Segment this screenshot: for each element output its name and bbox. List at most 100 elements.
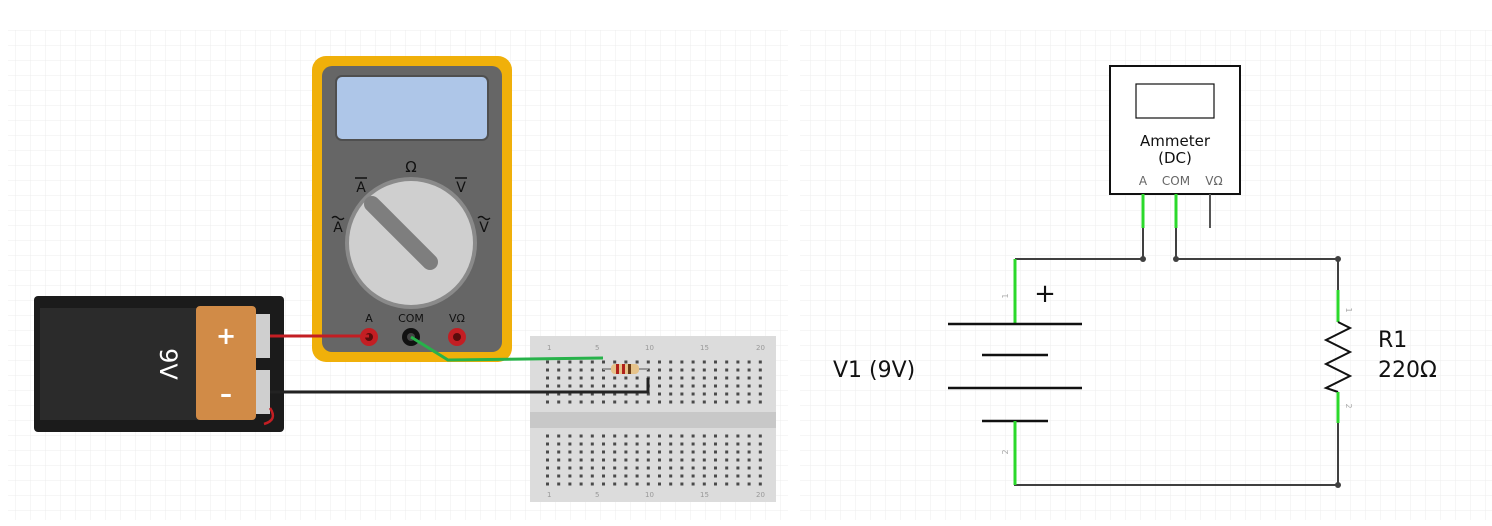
breadboard-hole[interactable] xyxy=(613,442,617,446)
breadboard-hole[interactable] xyxy=(568,384,572,388)
breadboard-hole[interactable] xyxy=(691,466,695,470)
breadboard-hole[interactable] xyxy=(714,392,717,396)
breadboard-hole[interactable] xyxy=(546,434,549,438)
breadboard-hole[interactable] xyxy=(624,360,628,364)
ammeter-symbol[interactable]: Ammeter (DC) A COM VΩ xyxy=(1109,65,1241,228)
breadboard-hole[interactable] xyxy=(590,474,594,478)
breadboard-hole[interactable] xyxy=(702,376,706,380)
breadboard-hole[interactable] xyxy=(635,434,639,438)
breadboard-hole[interactable] xyxy=(579,450,583,454)
breadboard-hole[interactable] xyxy=(613,392,617,396)
breadboard-hole[interactable] xyxy=(590,376,594,380)
breadboard-hole[interactable] xyxy=(758,458,762,462)
breadboard-hole[interactable] xyxy=(602,434,605,438)
breadboard-hole[interactable] xyxy=(557,434,561,438)
breadboard-hole[interactable] xyxy=(747,442,751,446)
breadboard-hole[interactable] xyxy=(691,376,695,380)
breadboard-hole[interactable] xyxy=(680,442,684,446)
breadboard-hole[interactable] xyxy=(590,434,594,438)
breadboard-hole[interactable] xyxy=(568,450,572,454)
breadboard-hole[interactable] xyxy=(602,458,605,462)
breadboard-hole[interactable] xyxy=(736,368,740,372)
breadboard-hole[interactable] xyxy=(680,376,684,380)
breadboard-hole[interactable] xyxy=(736,482,740,486)
breadboard-hole[interactable] xyxy=(546,392,549,396)
breadboard-hole[interactable] xyxy=(568,434,572,438)
breadboard-hole[interactable] xyxy=(747,466,751,470)
breadboard-hole[interactable] xyxy=(568,392,572,396)
breadboard-hole[interactable] xyxy=(691,434,695,438)
breadboard-hole[interactable] xyxy=(590,458,594,462)
breadboard-hole[interactable] xyxy=(613,466,617,470)
breadboard-hole[interactable] xyxy=(658,376,661,380)
breadboard-hole[interactable] xyxy=(635,360,639,364)
breadboard-hole[interactable] xyxy=(702,434,706,438)
breadboard-hole[interactable] xyxy=(691,458,695,462)
breadboard-hole[interactable] xyxy=(725,442,729,446)
breadboard-hole[interactable] xyxy=(579,434,583,438)
breadboard-hole[interactable] xyxy=(758,442,762,446)
breadboard-hole[interactable] xyxy=(635,474,639,478)
breadboard-hole[interactable] xyxy=(613,474,617,478)
breadboard-hole[interactable] xyxy=(702,392,706,396)
breadboard-hole[interactable] xyxy=(579,360,583,364)
breadboard-hole[interactable] xyxy=(590,466,594,470)
breadboard-hole[interactable] xyxy=(602,392,605,396)
breadboard-hole[interactable] xyxy=(736,434,740,438)
breadboard-hole[interactable] xyxy=(691,384,695,388)
breadboard-hole[interactable] xyxy=(568,368,572,372)
breadboard-hole[interactable] xyxy=(613,400,617,404)
breadboard-hole[interactable] xyxy=(579,368,583,372)
breadboard-hole[interactable] xyxy=(624,474,628,478)
schematic-wire-top-right[interactable] xyxy=(1175,228,1339,290)
resistor-symbol[interactable]: 1 2 R1 220Ω xyxy=(1323,290,1437,423)
battery-9v[interactable]: + – 9V xyxy=(34,296,284,432)
battery-symbol[interactable]: + 1 2 V1 (9V) xyxy=(833,259,1082,485)
breadboard-hole[interactable] xyxy=(546,360,549,364)
breadboard-hole[interactable] xyxy=(635,392,639,396)
breadboard-hole[interactable] xyxy=(680,360,684,364)
breadboard-hole[interactable] xyxy=(702,368,706,372)
breadboard-hole[interactable] xyxy=(646,474,650,478)
breadboard-hole[interactable] xyxy=(568,442,572,446)
breadboard-hole[interactable] xyxy=(714,400,717,404)
breadboard-hole[interactable] xyxy=(691,360,695,364)
breadboard-hole[interactable] xyxy=(646,458,650,462)
breadboard-hole[interactable] xyxy=(702,384,706,388)
breadboard-hole[interactable] xyxy=(613,482,617,486)
breadboard-hole[interactable] xyxy=(758,376,762,380)
breadboard-hole[interactable] xyxy=(646,434,650,438)
breadboard-hole[interactable] xyxy=(714,466,717,470)
breadboard-hole[interactable] xyxy=(590,400,594,404)
breadboard-hole[interactable] xyxy=(758,400,762,404)
breadboard-hole[interactable] xyxy=(579,474,583,478)
breadboard-hole[interactable] xyxy=(736,442,740,446)
breadboard-hole[interactable] xyxy=(658,458,661,462)
breadboard-hole[interactable] xyxy=(669,400,673,404)
breadboard-hole[interactable] xyxy=(557,450,561,454)
battery-terminal-minus[interactable] xyxy=(256,370,270,414)
breadboard-hole[interactable] xyxy=(624,458,628,462)
breadboard-hole[interactable] xyxy=(557,392,561,396)
breadboard-hole[interactable] xyxy=(725,384,729,388)
breadboard-hole[interactable] xyxy=(702,466,706,470)
breadboard-hole[interactable] xyxy=(747,368,751,372)
breadboard-hole[interactable] xyxy=(691,400,695,404)
breadboard-hole[interactable] xyxy=(669,384,673,388)
breadboard-holes[interactable] xyxy=(546,360,762,486)
breadboard-hole[interactable] xyxy=(747,434,751,438)
breadboard-hole[interactable] xyxy=(747,392,751,396)
breadboard-hole[interactable] xyxy=(624,384,628,388)
breadboard-hole[interactable] xyxy=(725,360,729,364)
breadboard-hole[interactable] xyxy=(669,458,673,462)
breadboard-hole[interactable] xyxy=(669,482,673,486)
breadboard-hole[interactable] xyxy=(646,466,650,470)
breadboard-hole[interactable] xyxy=(557,400,561,404)
breadboard-hole[interactable] xyxy=(658,392,661,396)
breadboard-hole[interactable] xyxy=(546,376,549,380)
breadboard-hole[interactable] xyxy=(714,474,717,478)
breadboard-hole[interactable] xyxy=(714,482,717,486)
breadboard-hole[interactable] xyxy=(557,466,561,470)
breadboard-hole[interactable] xyxy=(658,442,661,446)
breadboard-hole[interactable] xyxy=(557,474,561,478)
